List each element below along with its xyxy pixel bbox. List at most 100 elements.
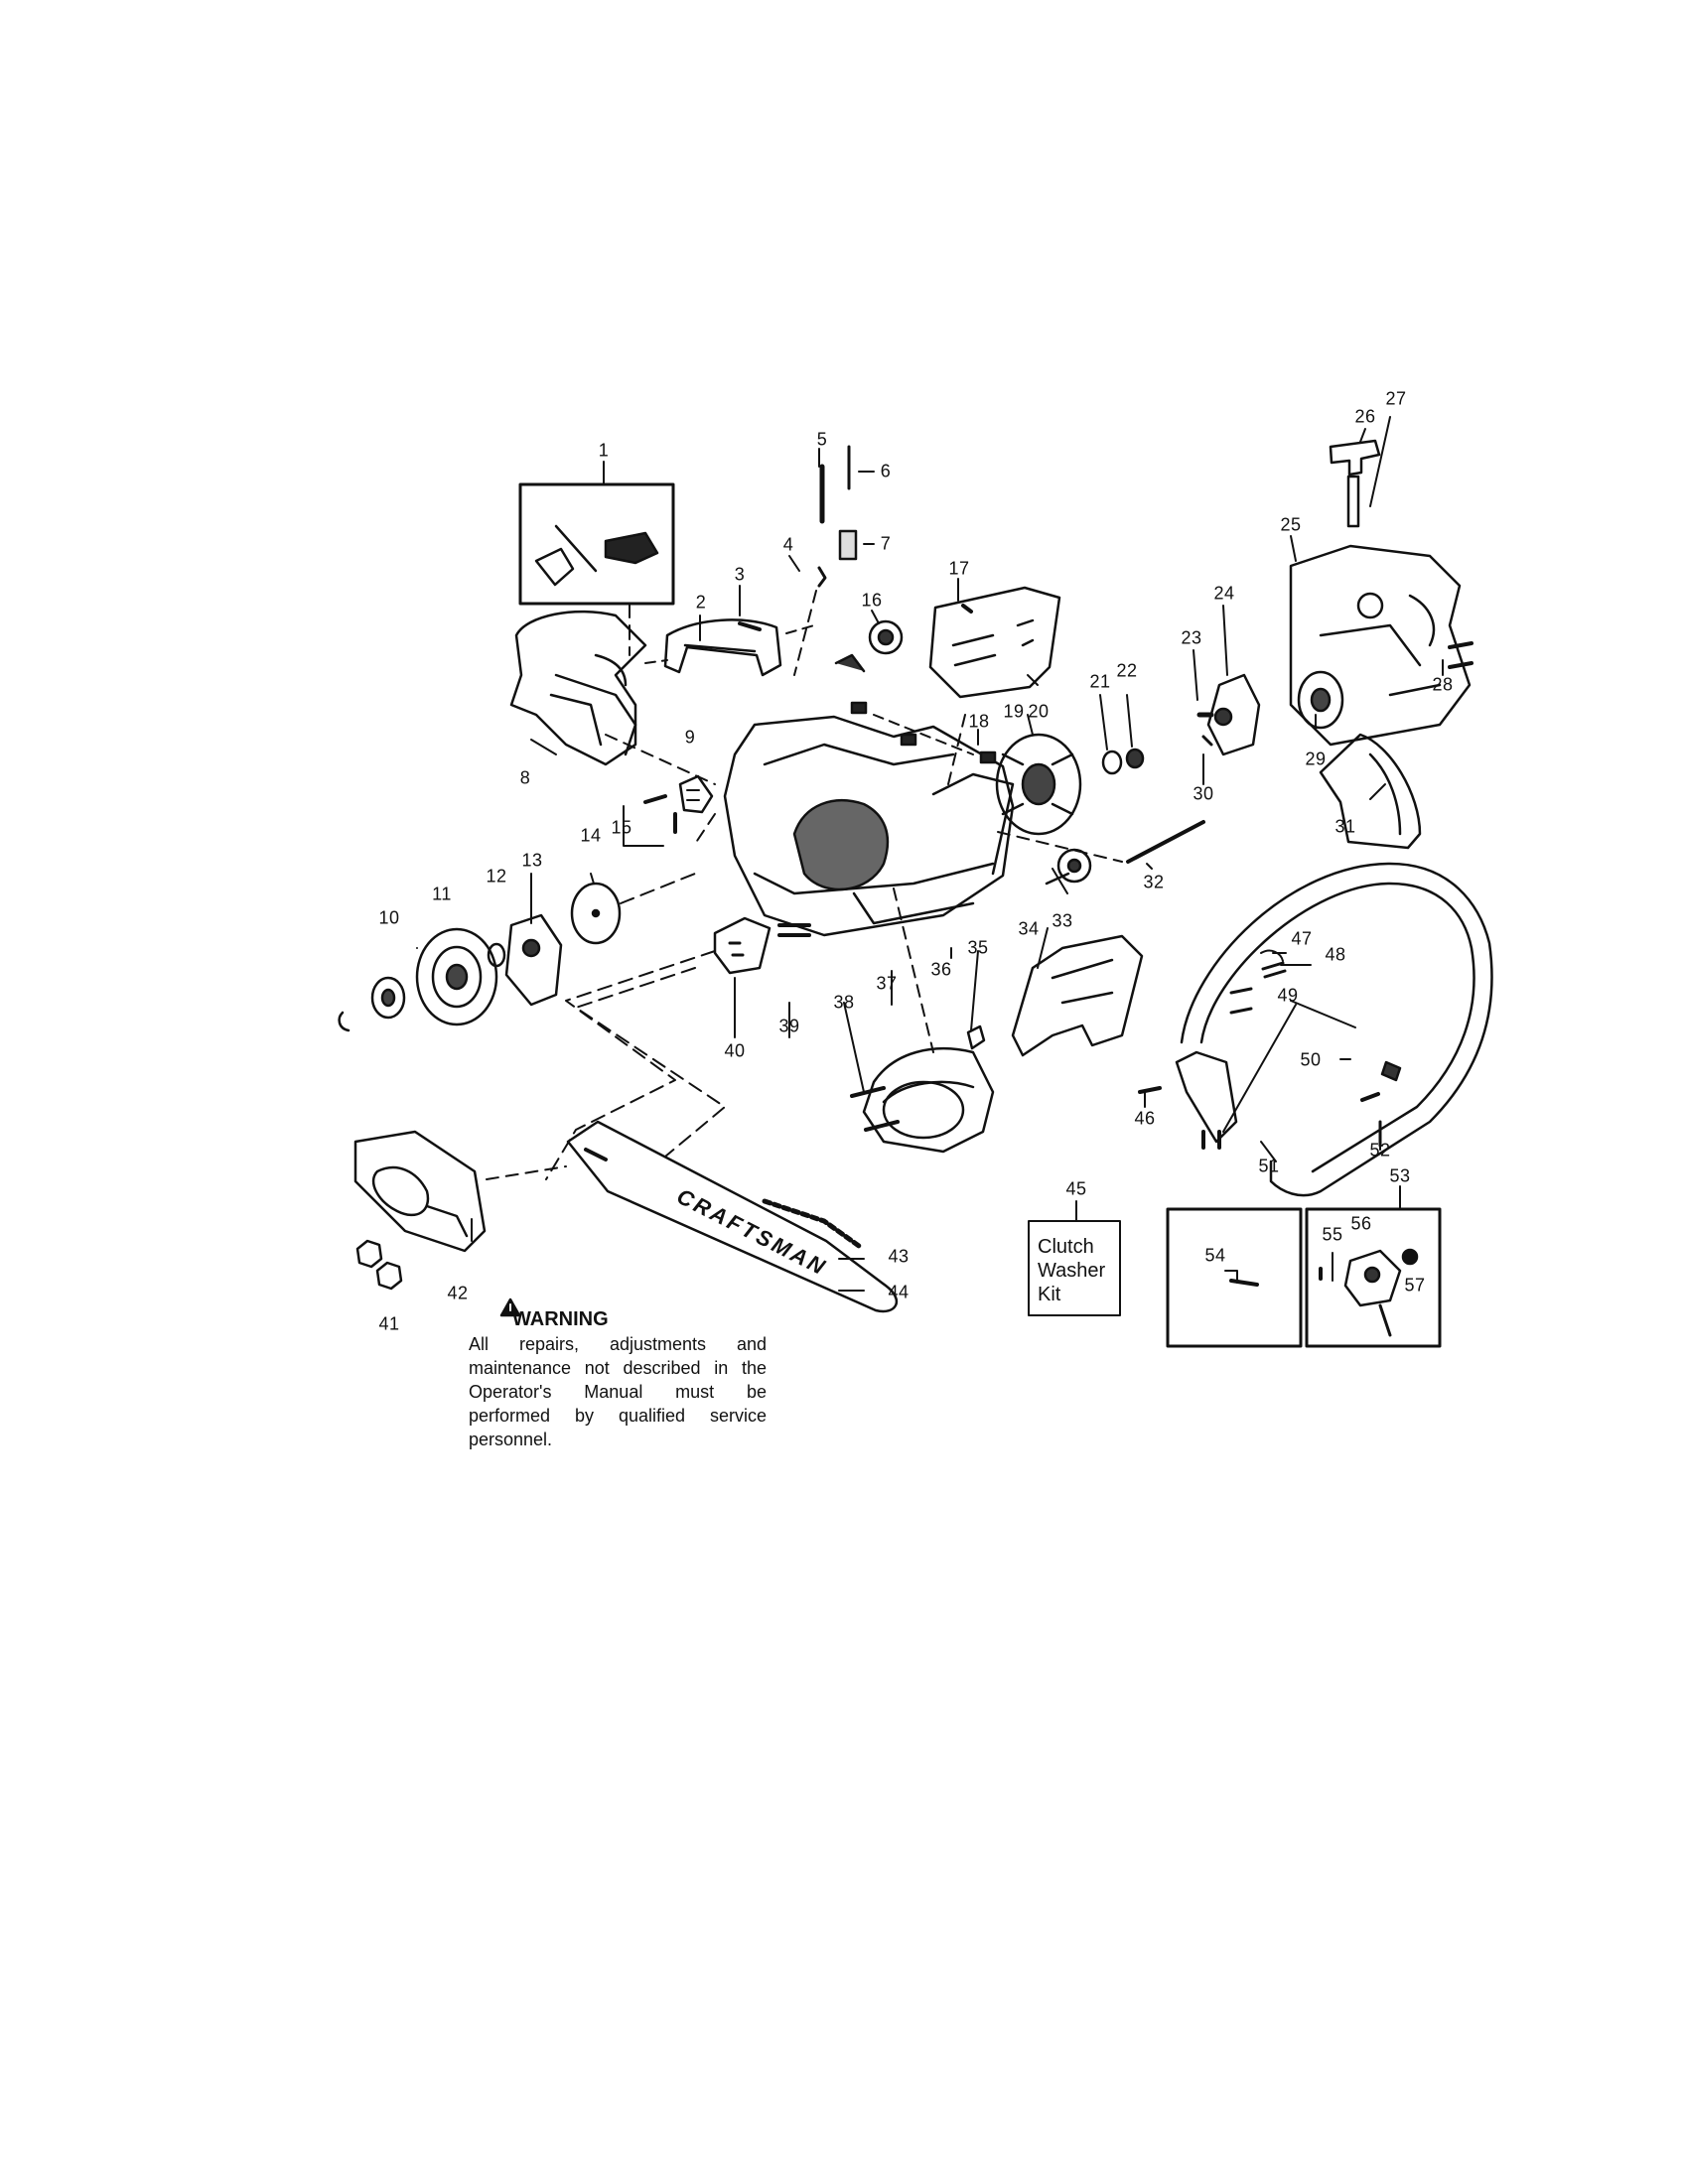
part-label-27: 27: [1385, 388, 1407, 409]
part-label-1: 1: [598, 440, 610, 461]
part-label-12: 12: [486, 866, 507, 887]
part-label-37: 37: [876, 973, 898, 994]
part-label-19: 19: [1003, 701, 1025, 722]
kit-box-line-1: Clutch: [1038, 1236, 1094, 1258]
part-label-49: 49: [1277, 985, 1299, 1006]
part-label-30: 30: [1193, 783, 1214, 804]
part-label-3: 3: [734, 564, 746, 585]
part-label-16: 16: [861, 590, 883, 611]
clutch-plate-part: [570, 882, 622, 945]
part-label-40: 40: [724, 1040, 746, 1061]
fuel-filter-part: [868, 619, 904, 655]
part-label-23: 23: [1181, 627, 1202, 648]
part-label-57: 57: [1404, 1275, 1426, 1296]
washer-12-part: [487, 942, 506, 968]
inset-box-throttle: [518, 482, 675, 606]
warning-text: All repairs, adjustments and maintenance…: [469, 1334, 767, 1449]
part-label-11: 11: [432, 884, 452, 904]
rear-handle-part: [509, 610, 647, 766]
oil-pump-part: [678, 774, 714, 814]
e-clip-part: [338, 1011, 351, 1032]
warning-icon: [499, 1297, 521, 1317]
part-label-17: 17: [948, 558, 970, 579]
part-label-29: 29: [1305, 749, 1327, 769]
part-label-42: 42: [447, 1283, 469, 1303]
starter-pulley-part: [1206, 673, 1261, 756]
part-label-36: 36: [930, 959, 952, 980]
warning-title: WARNING: [512, 1308, 609, 1330]
part-label-43: 43: [888, 1246, 910, 1267]
brake-band-assembly-part: [862, 1047, 995, 1154]
part-label-13: 13: [521, 850, 543, 871]
part-label-31: 31: [1334, 816, 1356, 837]
washer-10-part: [370, 976, 406, 1020]
part-label-48: 48: [1325, 944, 1346, 965]
ignition-module-part: [1045, 848, 1092, 886]
part-label-53: 53: [1389, 1165, 1411, 1186]
part-label-34: 34: [1018, 918, 1040, 939]
bar-nut-b-part: [375, 1261, 403, 1291]
starter-housing-part: [1289, 544, 1472, 747]
part-label-15: 15: [611, 817, 632, 838]
part-label-54: 54: [1204, 1245, 1226, 1266]
part-label-52: 52: [1369, 1140, 1391, 1160]
part-label-25: 25: [1280, 514, 1302, 535]
part-label-38: 38: [833, 992, 855, 1013]
part-label-21: 21: [1089, 671, 1111, 692]
bar-plate-part: [713, 916, 772, 975]
flywheel-part: [995, 733, 1082, 836]
part-label-5: 5: [816, 429, 828, 450]
part-label-33: 33: [1052, 910, 1073, 931]
part-label-55: 55: [1322, 1224, 1343, 1245]
sprocket-cover-part: [353, 1130, 487, 1253]
screw-3-part: [738, 621, 762, 631]
part-label-4: 4: [782, 534, 794, 555]
part-label-2: 2: [695, 592, 707, 613]
fan-cover-part: [1319, 733, 1422, 850]
part-label-6: 6: [880, 461, 892, 481]
part-label-18: 18: [968, 711, 990, 732]
part-label-8: 8: [519, 767, 531, 788]
part-label-22: 22: [1116, 660, 1138, 681]
front-handle-part: [1175, 862, 1493, 1197]
part-label-39: 39: [778, 1016, 800, 1036]
part-label-44: 44: [888, 1282, 910, 1302]
inset-box-53: [1305, 1207, 1442, 1348]
engine-crankcase-part: [723, 715, 1015, 937]
part-label-7: 7: [880, 533, 892, 554]
clutch-assembly-part: [504, 913, 563, 1007]
part-label-26: 26: [1354, 406, 1376, 427]
clutch-washer-kit-box: [1028, 1220, 1121, 1316]
part-label-51: 51: [1258, 1156, 1280, 1176]
part-label-45: 45: [1065, 1178, 1087, 1199]
clutch-drum-part: [415, 927, 498, 1026]
part-label-56: 56: [1350, 1213, 1372, 1234]
part-label-10: 10: [378, 907, 400, 928]
part-label-20: 20: [1028, 701, 1050, 722]
rewind-pulley-part: [1297, 670, 1344, 730]
starter-grip-part: [1329, 439, 1381, 528]
switch-assembly-part: [1343, 1249, 1402, 1337]
part-label-24: 24: [1213, 583, 1235, 604]
bar-nut-a-part: [355, 1239, 383, 1269]
handle-cover-part: [663, 618, 782, 677]
hand-guard-part: [1011, 934, 1144, 1057]
spark-plug-part: [838, 529, 858, 561]
part-label-41: 41: [378, 1313, 400, 1334]
inset-box-54: [1166, 1207, 1303, 1348]
kit-box-label: Clutch Washer Kit: [1038, 1235, 1105, 1306]
throttle-trigger-part: [534, 524, 659, 587]
part-label-9: 9: [684, 727, 696, 748]
guide-bar-part: [566, 1120, 899, 1313]
part-label-50: 50: [1300, 1049, 1322, 1070]
part-label-28: 28: [1432, 674, 1454, 695]
kit-box-line-2: Washer: [1038, 1260, 1106, 1282]
part-label-46: 46: [1134, 1108, 1156, 1129]
part-label-32: 32: [1143, 872, 1165, 892]
part-label-35: 35: [967, 937, 989, 958]
air-filter-cover-part: [928, 586, 1061, 699]
part-label-14: 14: [580, 825, 602, 846]
part-label-47: 47: [1291, 928, 1313, 949]
saw-chain-part: [762, 1198, 862, 1249]
